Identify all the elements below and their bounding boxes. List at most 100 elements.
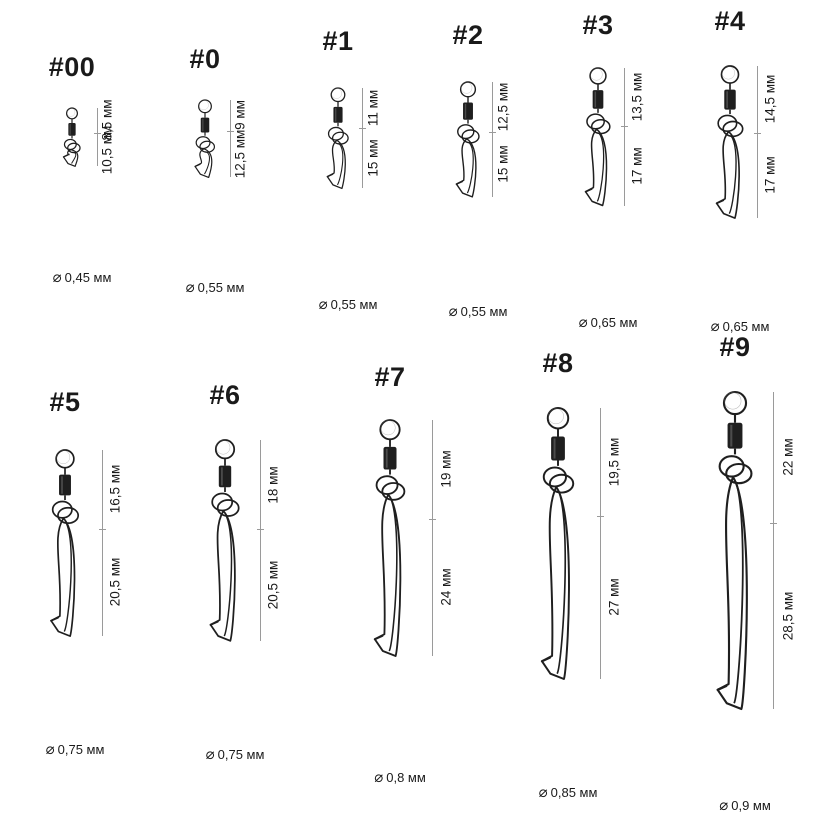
diameter-value: 0,55 мм: [460, 304, 508, 319]
diameter-icon: ⌀: [45, 741, 55, 758]
swivel-ring: [717, 114, 738, 133]
snap-body: [540, 486, 570, 680]
snap-ring: [548, 473, 575, 494]
swivel-snap-11: [716, 390, 753, 711]
snap-inner-wire: [596, 132, 605, 202]
swivel-snap-2: [194, 99, 216, 179]
snap-latch: [716, 684, 728, 691]
top-eye-ring: [214, 439, 236, 460]
snap-latch: [455, 180, 463, 185]
dimension-line: [362, 88, 363, 189]
diameter-value: 0,75 мм: [217, 747, 265, 762]
barrel: [383, 446, 397, 470]
top-eye-ring: [459, 81, 477, 98]
diameter-icon: ⌀: [719, 797, 729, 814]
wire-diameter-label: ⌀0,9 мм: [719, 796, 771, 814]
wire-diameter-label: ⌀0,75 мм: [206, 745, 265, 763]
swivel-ring: [718, 455, 745, 478]
wire-diameter-label: ⌀0,65 мм: [579, 313, 638, 331]
diameter-icon: ⌀: [538, 784, 548, 801]
wire-diameter-label: ⌀0,55 мм: [319, 295, 378, 313]
snap-ring: [725, 462, 753, 485]
diameter-value: 0,85 мм: [550, 785, 598, 800]
dimension-tick: [597, 515, 604, 517]
diameter-icon: ⌀: [710, 318, 720, 335]
lower-length-label: 10,5 мм: [99, 125, 115, 174]
size-label: #00: [48, 52, 96, 82]
diameter-value: 0,55 мм: [197, 280, 245, 295]
swivel-snap-4: [455, 81, 480, 198]
upper-length-label: 19,5 мм: [606, 437, 622, 487]
top-eye-highlight: [198, 100, 209, 110]
diameter-icon: ⌀: [205, 746, 215, 763]
snap-latch: [50, 616, 59, 622]
dimension-tick: [489, 131, 496, 133]
snap-latch: [326, 173, 334, 178]
lower-length-label: 28,5 мм: [780, 591, 796, 641]
top-eye-highlight: [216, 440, 231, 455]
diameter-value: 0,8 мм: [386, 770, 426, 785]
snap-latch: [373, 634, 384, 641]
top-eye-ring: [55, 449, 75, 469]
size-label: #5: [49, 387, 81, 417]
swivel-snap-1: [62, 107, 81, 167]
swivel-ring: [195, 136, 211, 150]
top-eye-ring: [379, 419, 401, 441]
swivel-snap-8: [209, 439, 240, 642]
snap-body: [455, 138, 477, 198]
upper-length-label: 11 мм: [365, 89, 381, 127]
dimension-tick: [99, 528, 106, 530]
snap-ring: [381, 482, 406, 501]
wire-diameter-label: ⌀0,75 мм: [46, 740, 105, 758]
swivel-snap-6: [715, 65, 744, 219]
upper-length-label: 19 мм: [438, 450, 454, 489]
snap-inner-wire: [466, 141, 474, 194]
size-label: #4: [714, 6, 746, 36]
lower-length-label: 15 мм: [365, 139, 381, 177]
size-label: #8: [542, 348, 574, 378]
size-label: #6: [209, 380, 241, 410]
dimension-line: [102, 450, 103, 637]
snap-latch: [715, 199, 725, 205]
snap-body: [584, 128, 608, 207]
top-eye-ring: [198, 99, 212, 114]
top-eye-highlight: [548, 408, 564, 425]
snap-latch: [584, 188, 593, 193]
barrel: [727, 422, 743, 449]
top-eye-highlight: [56, 450, 71, 464]
barrel: [68, 123, 76, 136]
wire-diameter-label: ⌀0,55 мм: [449, 302, 508, 320]
snap-body: [715, 131, 740, 219]
dimension-line: [97, 108, 98, 167]
barrel: [463, 102, 473, 120]
lower-length-label: 27 мм: [606, 578, 622, 616]
diameter-icon: ⌀: [52, 269, 62, 286]
barrel: [59, 474, 71, 496]
snap-body: [373, 493, 402, 657]
barrel-highlight: [335, 108, 337, 122]
diameter-icon: ⌀: [185, 279, 195, 296]
snap-body: [326, 139, 346, 190]
snap-ring: [57, 506, 80, 524]
top-eye-ring: [65, 107, 79, 120]
barrel: [200, 117, 210, 133]
diameter-icon: ⌀: [578, 314, 588, 331]
snap-body: [50, 517, 76, 637]
barrel-highlight: [221, 467, 223, 486]
lower-length-label: 20,5 мм: [265, 560, 281, 610]
snap-latch: [194, 163, 201, 168]
upper-length-label: 14,5 мм: [762, 74, 778, 124]
snap-inner-wire: [223, 514, 233, 637]
swivel-ring: [375, 475, 399, 495]
top-eye-highlight: [590, 68, 603, 81]
swivel-snap-5: [584, 67, 611, 207]
top-eye-ring: [722, 390, 748, 416]
diameter-icon: ⌀: [374, 769, 384, 786]
size-label: #3: [582, 10, 614, 40]
snap-latch: [62, 154, 69, 158]
snap-ring: [216, 499, 240, 517]
top-eye-highlight: [721, 66, 735, 80]
wire-diameter-label: ⌀0,85 мм: [539, 783, 598, 801]
snap-inner-wire: [733, 481, 744, 704]
